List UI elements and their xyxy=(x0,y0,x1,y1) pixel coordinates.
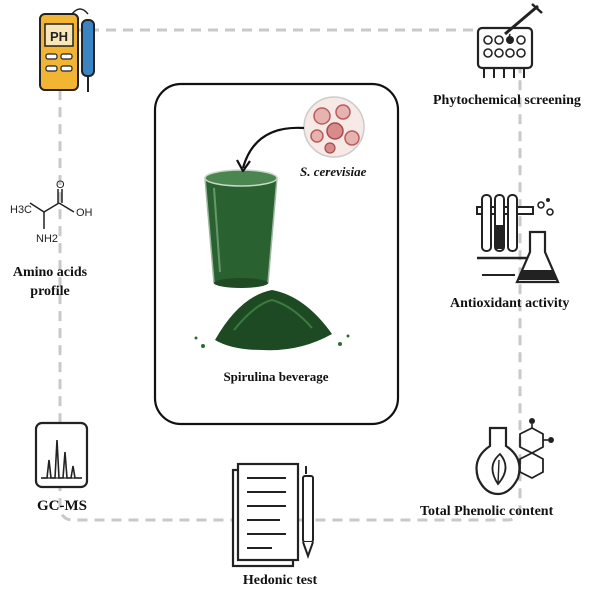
phytochemical-screening-label: Phytochemical screening xyxy=(433,93,581,108)
chromatogram-icon xyxy=(34,421,89,489)
amino-acids-label-line2: profile xyxy=(30,284,70,299)
arrow-head-icon xyxy=(236,159,251,173)
ph-meter-display-label: PH xyxy=(50,29,68,44)
antioxidant-activity-label: Antioxidant activity xyxy=(450,296,570,311)
alanine-structure-icon xyxy=(29,189,75,229)
alanine-amine-label: NH2 xyxy=(36,233,58,245)
inoculation-arrow xyxy=(241,126,305,169)
amino-acids-label-line1: Amino acids xyxy=(12,265,88,280)
gcms-label: GC-MS xyxy=(37,498,87,514)
test-tubes-flask-icon xyxy=(476,194,560,284)
flask-leaf-molecule-icon xyxy=(475,418,554,496)
microorganism-label: S. cerevisiae xyxy=(300,164,367,179)
center-caption: Spirulina beverage xyxy=(223,369,329,384)
alanine-methyl-label: H3C xyxy=(10,204,32,216)
hedonic-test-label: Hedonic test xyxy=(242,573,318,588)
alanine-hydroxyl-label: OH xyxy=(76,207,93,219)
alanine-carbonyl-label: O xyxy=(56,179,65,191)
total-phenolic-content-label: Total Phenolic content xyxy=(420,504,554,519)
spirulina-glass-icon xyxy=(204,169,278,288)
spirulina-powder-icon xyxy=(194,290,350,351)
yeast-cells-icon xyxy=(303,96,365,158)
microplate-dropper-icon xyxy=(476,3,543,78)
clipboard-pen-icon xyxy=(231,462,314,568)
ph-meter-icon xyxy=(39,8,95,92)
